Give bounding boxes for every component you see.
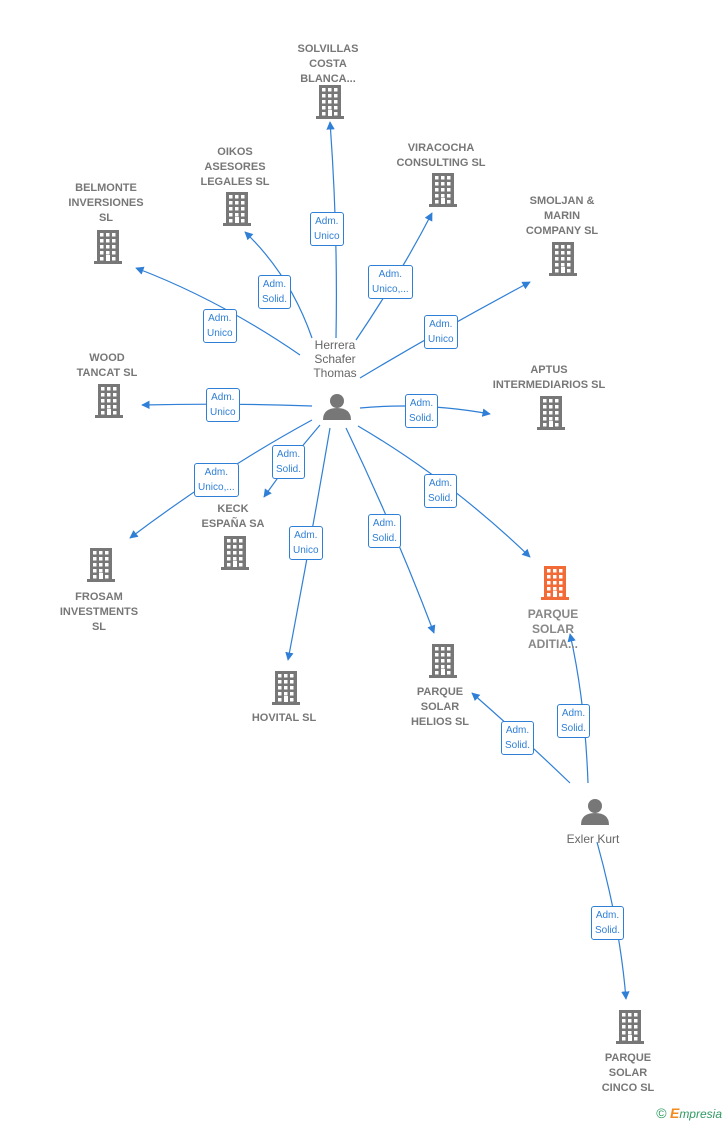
company-label-belmonte[interactable]: BELMONTE INVERSIONES SL — [68, 182, 144, 224]
company-label-keck[interactable]: KECK ESPAÑA SA — [201, 503, 265, 530]
edges — [129, 121, 630, 1000]
role-box-exler-parque_helios[interactable]: Adm. Solid. — [501, 721, 535, 755]
role-box-herrera-hovital[interactable]: Adm. Unico — [289, 526, 323, 560]
building-icon-oikos[interactable] — [223, 192, 251, 226]
building-icon-parque_aditia[interactable] — [541, 566, 569, 600]
company-label-wood[interactable]: WOOD TANCAT SL — [76, 352, 138, 379]
role-box-herrera-keck[interactable]: Adm. Solid. — [272, 445, 306, 479]
role-box-herrera-parque_helios[interactable]: Adm. Solid. — [368, 514, 402, 548]
person-icon-herrera[interactable] — [323, 394, 351, 420]
building-icon-frosam[interactable] — [87, 548, 115, 582]
copyright-symbol: © — [656, 1105, 667, 1121]
role-box-herrera-oikos[interactable]: Adm. Solid. — [258, 275, 292, 309]
node-icons — [87, 85, 644, 1044]
building-icon-aptus[interactable] — [537, 396, 565, 430]
building-icon-smoljan[interactable] — [549, 242, 577, 276]
role-box-exler-parque_cinco[interactable]: Adm. Solid. — [591, 906, 625, 940]
footer-brand: © Empresia — [656, 1105, 722, 1121]
edge-herrera-belmonte — [135, 266, 301, 356]
building-icon-parque_helios[interactable] — [429, 644, 457, 678]
building-icon-viracocha[interactable] — [429, 173, 457, 207]
role-box-herrera-wood[interactable]: Adm. Unico — [206, 388, 240, 422]
role-box-herrera-frosam[interactable]: Adm. Unico,... — [194, 463, 239, 497]
company-label-parque_aditia[interactable]: PARQUE SOLAR ADITIA... — [527, 607, 579, 651]
person-label-herrera[interactable]: Herrera Schafer Thomas — [313, 338, 357, 380]
company-label-viracocha[interactable]: VIRACOCHA CONSULTING SL — [396, 142, 486, 169]
company-label-aptus[interactable]: APTUS INTERMEDIARIOS SL — [492, 364, 606, 391]
role-box-herrera-parque_aditia[interactable]: Adm. Solid. — [424, 474, 458, 508]
company-label-parque_cinco[interactable]: PARQUE SOLAR CINCO SL — [601, 1052, 655, 1094]
brand-initial: E — [669, 1105, 680, 1121]
building-icon-keck[interactable] — [221, 536, 249, 570]
role-box-exler-parque_aditia[interactable]: Adm. Solid. — [557, 704, 591, 738]
company-label-frosam[interactable]: FROSAM INVESTMENTS SL — [59, 591, 139, 633]
company-label-parque_helios[interactable]: PARQUE SOLAR HELIOS SL — [410, 686, 470, 728]
building-icon-parque_cinco[interactable] — [616, 1010, 644, 1044]
person-icon-exler[interactable] — [581, 799, 609, 825]
role-box-herrera-solvillas[interactable]: Adm. Unico — [310, 212, 344, 246]
company-label-oikos[interactable]: OIKOS ASESORES LEGALES SL — [200, 146, 270, 188]
building-icon-wood[interactable] — [95, 384, 123, 418]
building-icon-solvillas[interactable] — [316, 85, 344, 119]
company-label-solvillas[interactable]: SOLVILLAS COSTA BLANCA... — [297, 43, 359, 85]
company-label-hovital[interactable]: HOVITAL SL — [251, 712, 317, 724]
role-box-herrera-aptus[interactable]: Adm. Solid. — [405, 394, 439, 428]
role-box-herrera-belmonte[interactable]: Adm. Unico — [203, 309, 237, 343]
person-label-exler[interactable]: Exler Kurt — [566, 832, 620, 846]
building-icon-belmonte[interactable] — [94, 230, 122, 264]
role-box-herrera-viracocha[interactable]: Adm. Unico,... — [368, 265, 413, 299]
building-icon-hovital[interactable] — [272, 671, 300, 705]
role-box-herrera-smoljan[interactable]: Adm. Unico — [424, 315, 458, 349]
brand-name: mpresia — [679, 1107, 722, 1121]
company-label-smoljan[interactable]: SMOLJAN & MARIN COMPANY SL — [525, 195, 599, 237]
